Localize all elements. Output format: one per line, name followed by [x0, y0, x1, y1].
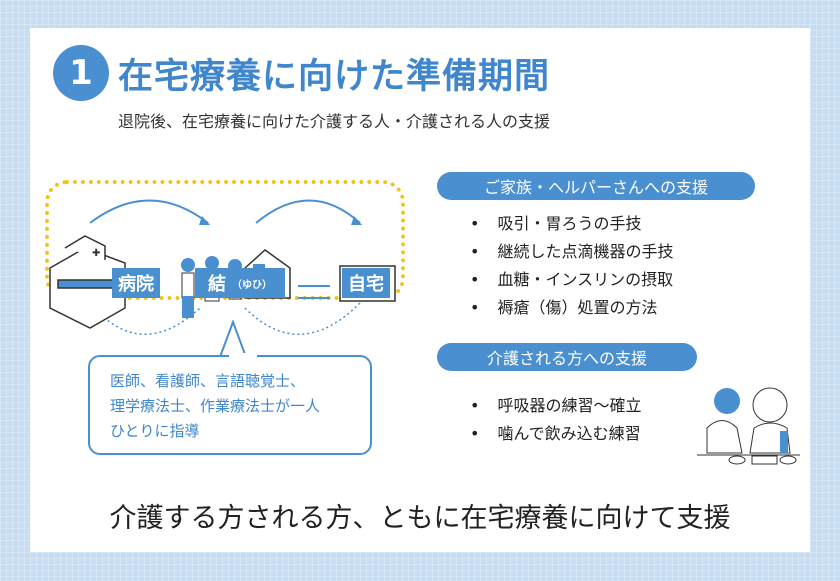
family-support-list: 吸引・胃ろうの手技 継続した点滴機器の手技 血糖・インスリンの摂取 褥瘡（傷）処…	[470, 210, 673, 322]
hospital-icon: ✚	[49, 235, 126, 329]
patient-support-list: 呼吸器の練習〜確立 噛んで飲み込む練習	[470, 392, 641, 448]
dotted-arrow-right	[244, 302, 361, 336]
bubble-line: 医師、看護師、言語聴覚士、	[110, 372, 306, 390]
arrow-hospital-to-yui	[89, 199, 209, 224]
page-subtitle: 退院後、在宅療養に向けた介護する人・介護される人の支援	[118, 112, 551, 131]
bubble-pointer	[219, 320, 247, 358]
page-title: 在宅療養に向けた準備期間	[118, 57, 551, 97]
hospital-label: 病院	[112, 268, 160, 298]
slide: 1 在宅療養に向けた準備期間 退院後、在宅療養に向けた介護する人・介護される人の…	[30, 28, 810, 552]
list-item: 吸引・胃ろうの手技	[470, 210, 673, 238]
instruction-bubble: 医師、看護師、言語聴覚士、 理学療法士、作業療法士が一人 ひとりに指導	[88, 355, 372, 455]
arrow-yui-to-home	[255, 199, 361, 224]
footer-message: 介護する方される方、ともに在宅療養に向けて支援	[109, 503, 731, 534]
feeding-care-illustration	[697, 387, 800, 465]
yui-reading: （ゆひ）	[232, 279, 272, 291]
list-item: 褥瘡（傷）処置の方法	[470, 294, 673, 322]
home-label: 自宅	[342, 268, 390, 298]
yui-label: 結 （ゆひ）	[195, 268, 285, 298]
list-item: 噛んで飲み込む練習	[470, 420, 641, 448]
list-item: 血糖・インスリンの摂取	[470, 266, 673, 294]
family-support-heading: ご家族・ヘルパーさんへの支援	[437, 172, 755, 200]
step-number-badge: 1	[53, 45, 109, 101]
svg-text:✚: ✚	[92, 248, 100, 259]
arrow-exchange	[298, 285, 330, 299]
bubble-line: 理学療法士、作業療法士が一人	[110, 397, 321, 415]
yui-text: 結	[208, 274, 226, 295]
care-cycle-frame	[45, 180, 405, 300]
patient-support-heading: 介護される方への支援	[437, 343, 697, 371]
list-item: 呼吸器の練習〜確立	[470, 392, 641, 420]
list-item: 継続した点滴機器の手技	[470, 238, 673, 266]
bubble-line: ひとりに指導	[110, 422, 200, 440]
